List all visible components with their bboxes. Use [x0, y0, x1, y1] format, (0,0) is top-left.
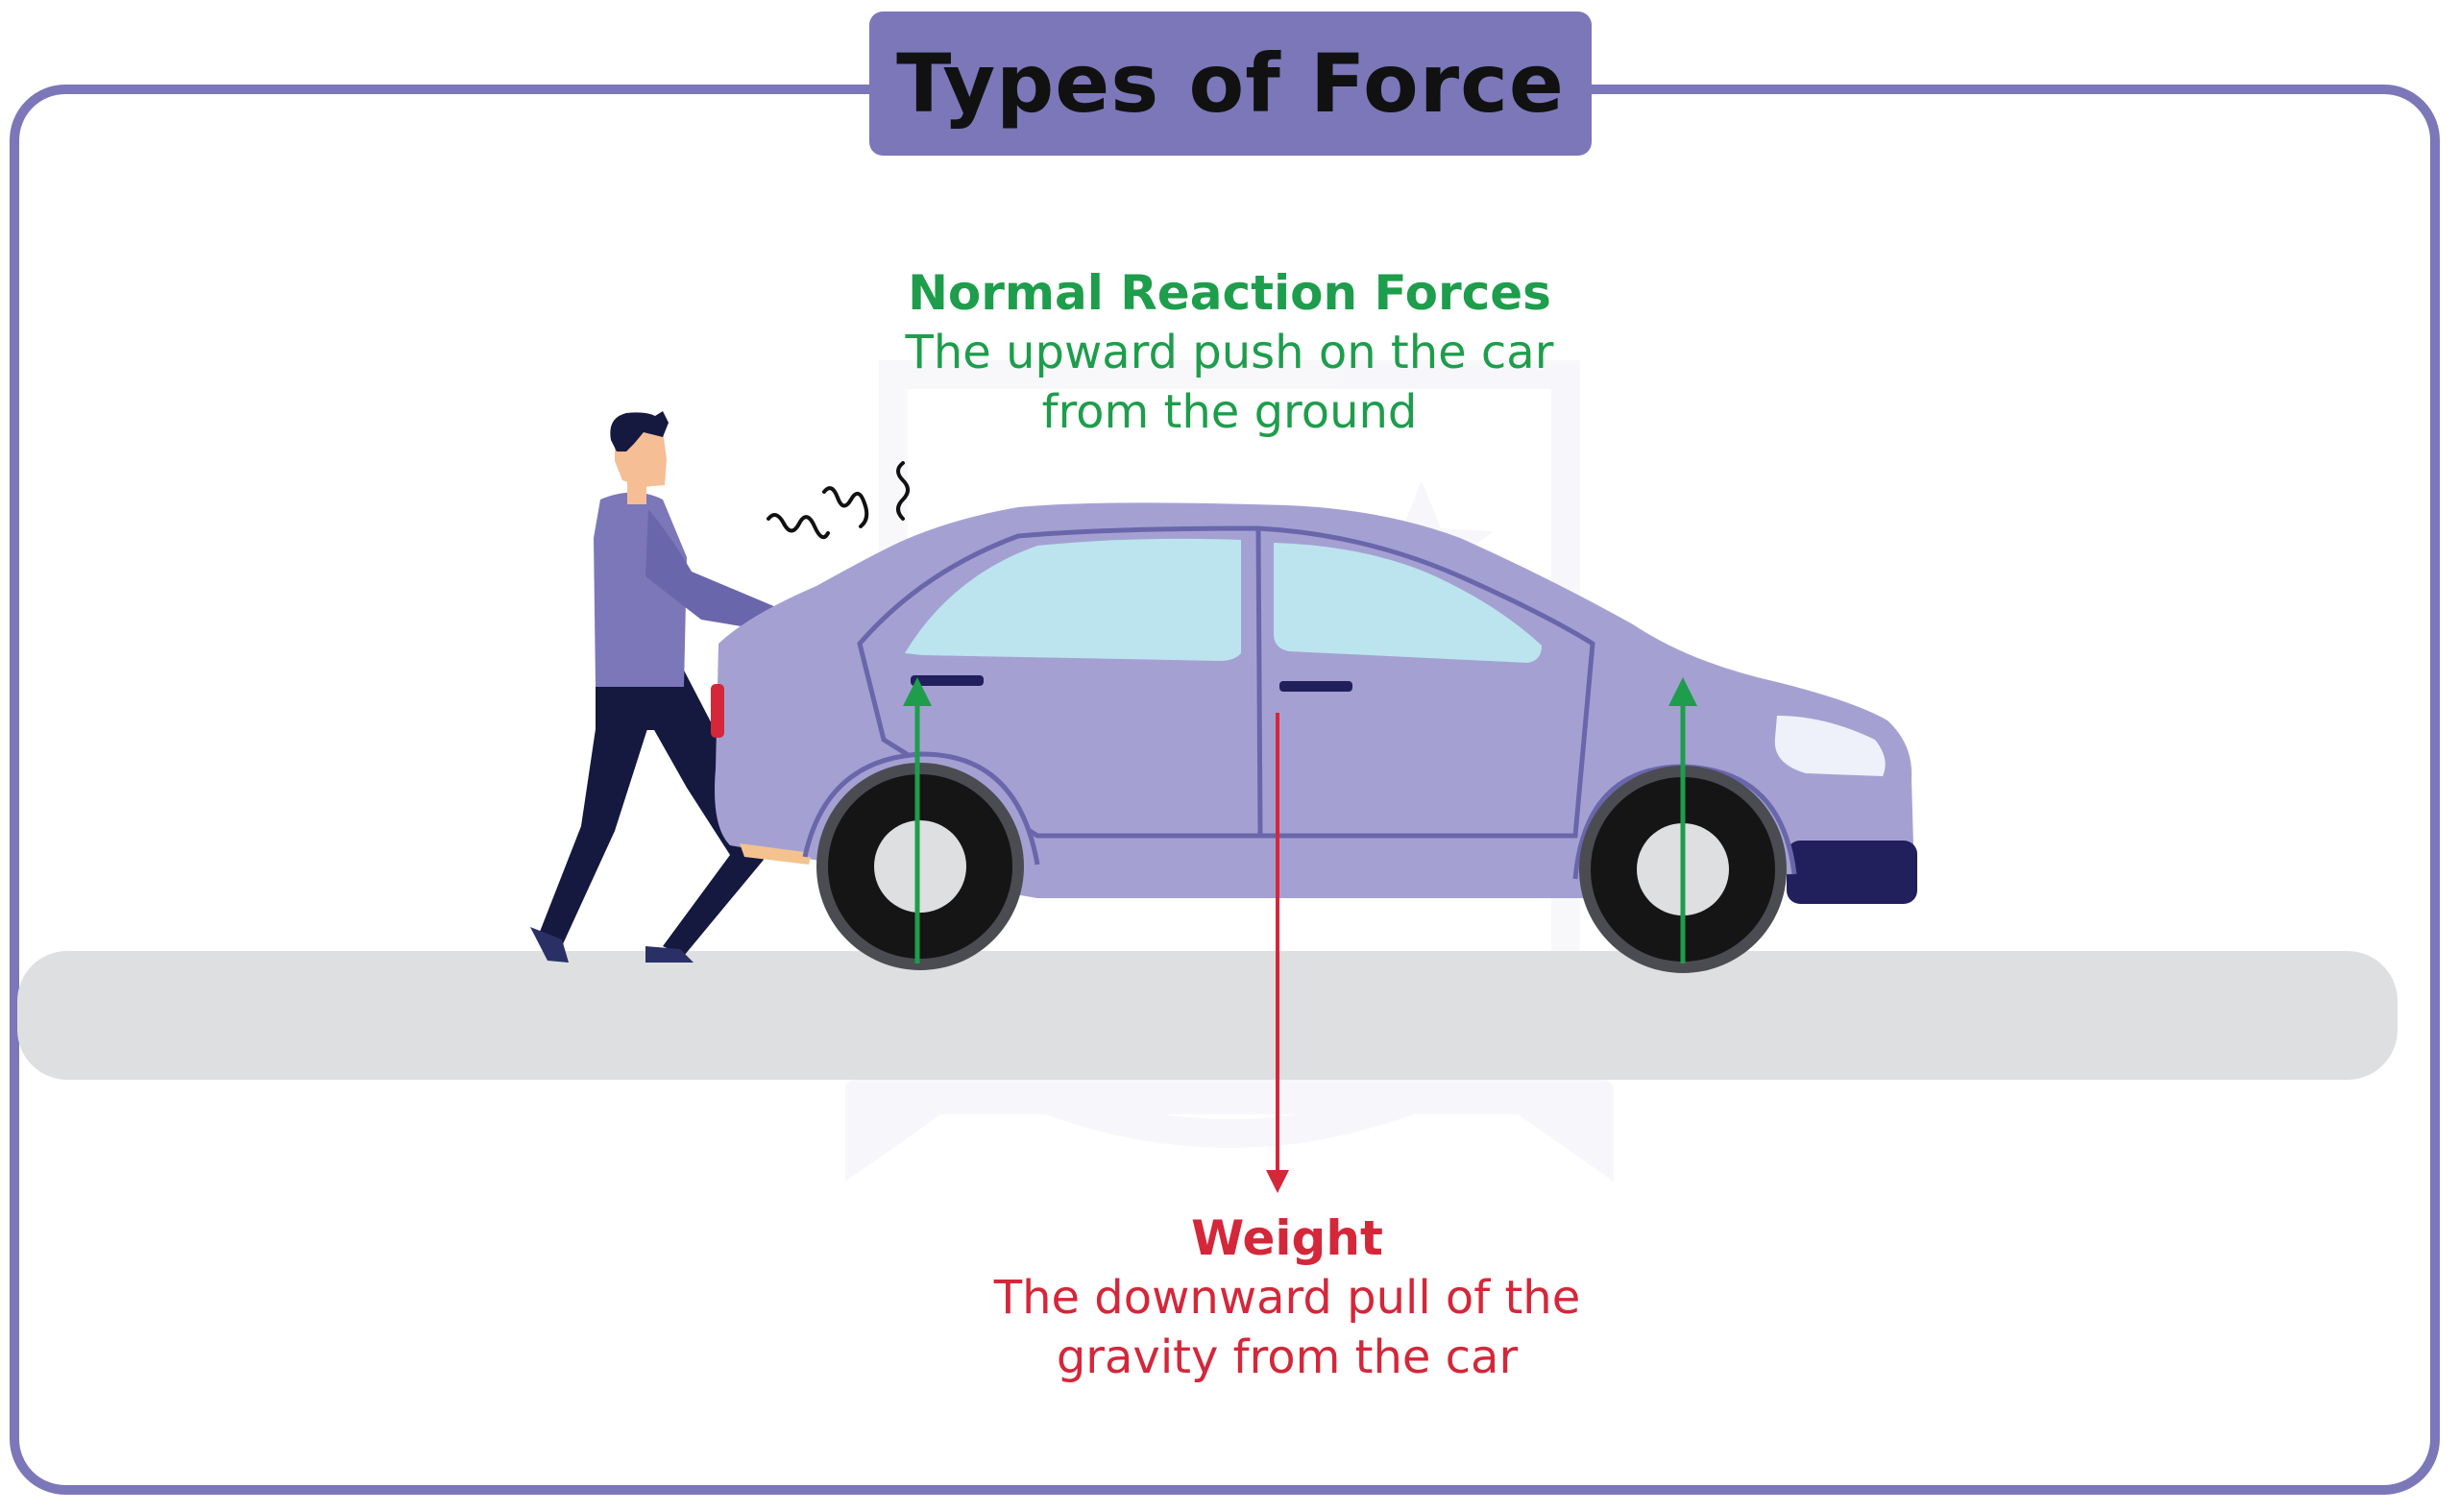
stress-squiggles [767, 461, 910, 540]
normal-force-heading: Normal Reaction Forces [908, 265, 1551, 321]
weight-description-line-1: The downward pull of the [993, 1271, 1581, 1325]
normal-force-label: Normal Reaction Forces The upward push o… [845, 263, 1614, 442]
weight-label: Weight The downward pull of the gravity … [903, 1208, 1671, 1387]
car [711, 502, 1917, 973]
rear-wheel [816, 763, 1024, 970]
normal-force-description-line-1: The upward push on the car [905, 326, 1554, 379]
normal-force-description-line-2: from the ground [1041, 385, 1418, 439]
person-pushing [530, 411, 815, 963]
weight-heading: Weight [1191, 1210, 1383, 1266]
front-bumper [1787, 841, 1917, 904]
weight-description-line-2: gravity from the car [1056, 1330, 1519, 1384]
road [17, 951, 2398, 1080]
title-banner: Types of Force [869, 12, 1592, 156]
page-title: Types of Force [896, 37, 1565, 131]
